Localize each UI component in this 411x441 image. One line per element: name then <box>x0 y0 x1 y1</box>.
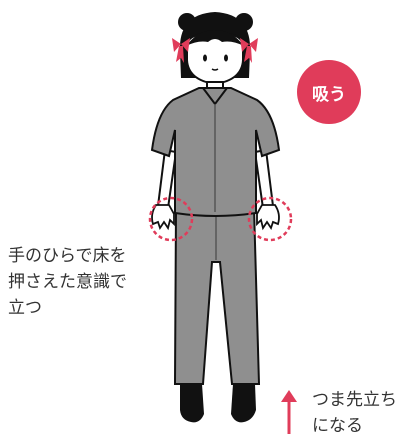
inhale-badge-label: 吸う <box>312 84 346 105</box>
hair-ribbon-right <box>240 38 258 63</box>
tiptoe-annotation-line: になる <box>312 416 363 436</box>
figure-head <box>172 12 258 86</box>
arms <box>151 148 280 231</box>
foot-right <box>231 384 256 423</box>
hand-left <box>151 204 175 231</box>
eye-right <box>224 54 228 62</box>
hands-annotation-line: 立つ <box>8 298 42 318</box>
hand-right <box>256 204 280 231</box>
foot-left <box>180 384 204 423</box>
hands-annotation-line: 押さえた意識で <box>8 272 127 292</box>
eye-left <box>203 54 207 62</box>
hands-annotation: 手のひらで床を 押さえた意識で 立つ <box>8 243 127 321</box>
hair-ribbon-left <box>172 38 190 63</box>
mouth <box>211 68 219 71</box>
hand-marker-left <box>148 196 194 242</box>
tiptoe-annotation: つま先立ち になる <box>312 387 397 439</box>
trousers <box>173 207 261 385</box>
up-arrow-icon <box>281 390 297 434</box>
hand-marker-right <box>247 196 293 242</box>
tiptoe-annotation-line: つま先立ち <box>312 390 397 410</box>
hands-annotation-line: 手のひらで床を <box>8 246 127 266</box>
inhale-badge: 吸う <box>297 60 361 124</box>
